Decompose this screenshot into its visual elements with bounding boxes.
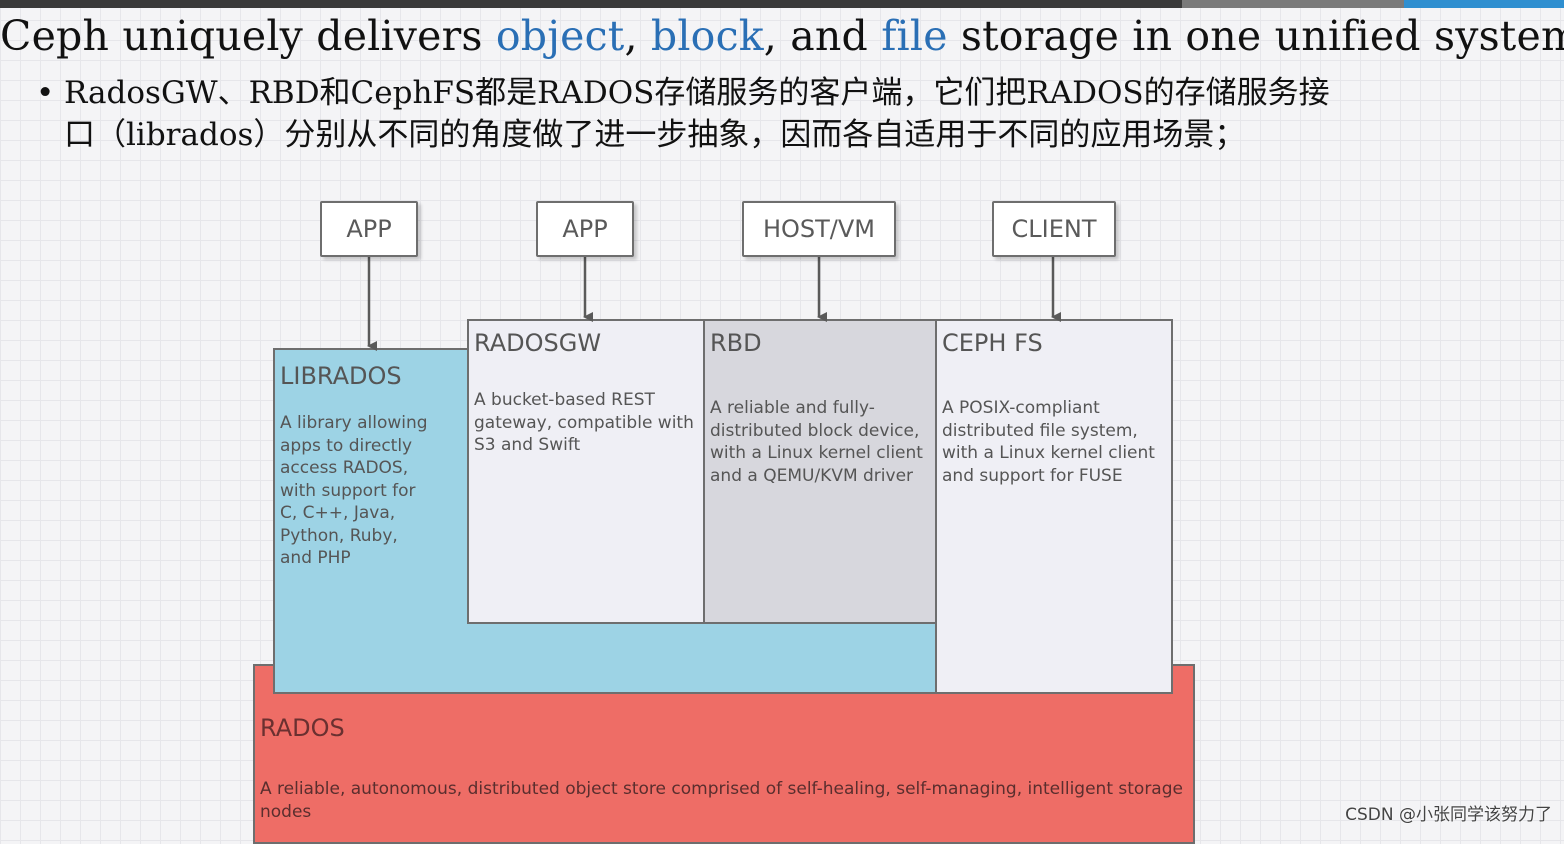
cephfs-title: CEPH FS xyxy=(942,329,1043,357)
radosgw-desc-line: gateway, compatible with xyxy=(474,412,694,433)
headline-block: block xyxy=(650,12,764,60)
librados-desc-line: apps to directly xyxy=(280,435,413,456)
bullet-line-2: 口（librados）分别从不同的角度做了进一步抽象，因而各自适用于不同的应用场… xyxy=(64,117,1246,153)
radosgw-desc-line: S3 and Swift xyxy=(474,435,581,455)
librados-desc-line: Python, Ruby, xyxy=(280,525,398,546)
bullet-mark: • xyxy=(36,75,55,111)
client-app-1: APP xyxy=(320,201,418,257)
headline-text: Ceph uniquely delivers xyxy=(0,12,496,60)
rados-description: A reliable, autonomous, distributed obje… xyxy=(260,779,1183,822)
headline-text: storage in one unified system. xyxy=(947,12,1564,60)
cephfs-desc-line: distributed file system, xyxy=(942,420,1138,441)
slide-headline: Ceph uniquely delivers object, block, an… xyxy=(0,12,1564,60)
librados-desc-line: access RADOS, xyxy=(280,458,409,478)
rbd-desc-line: A reliable and fully- xyxy=(710,398,875,418)
headline-file: file xyxy=(881,12,948,60)
radosgw-description: A bucket-based REST gateway, compatible … xyxy=(474,389,694,457)
rbd-title: RBD xyxy=(710,329,762,357)
rbd-desc-line: with a Linux kernel client xyxy=(710,443,923,463)
headline-object: object xyxy=(495,12,625,60)
cephfs-desc-line: with a Linux kernel client xyxy=(942,443,1155,463)
librados-desc-line: and PHP xyxy=(280,548,351,568)
librados-desc-line: with support for xyxy=(280,480,416,501)
rados-box: RADOS A reliable, autonomous, distribute… xyxy=(253,664,1195,844)
rados-title: RADOS xyxy=(260,714,345,742)
rbd-box: RBD A reliable and fully- distributed bl… xyxy=(703,319,937,624)
cephfs-desc-line: and support for FUSE xyxy=(942,465,1123,486)
top-bar-blue-segment xyxy=(1404,0,1564,8)
client-client: CLIENT xyxy=(992,201,1116,257)
librados-description: A library allowing apps to directly acce… xyxy=(280,412,428,570)
librados-desc-line: C, C++, Java, xyxy=(280,503,396,523)
cephfs-description: A POSIX-compliant distributed file syste… xyxy=(942,397,1155,487)
rbd-desc-line: distributed block device, xyxy=(710,420,920,441)
headline-sep: , xyxy=(624,12,651,60)
top-color-bar xyxy=(0,0,1564,8)
cephfs-desc-line: A POSIX-compliant xyxy=(942,398,1100,418)
radosgw-title: RADOSGW xyxy=(474,329,602,357)
rbd-description: A reliable and fully- distributed block … xyxy=(710,397,923,487)
headline-sep: , and xyxy=(763,12,882,60)
csdn-watermark: CSDN @小张同学该努力了 xyxy=(1345,805,1552,825)
radosgw-box: RADOSGW A bucket-based REST gateway, com… xyxy=(467,319,705,624)
client-app-2: APP xyxy=(536,201,634,257)
librados-desc-line: A library allowing xyxy=(280,413,428,433)
top-bar-gray-segment xyxy=(1182,0,1404,8)
bullet-line-1: RadosGW、RBD和CephFS都是RADOS存储服务的客户端，它们把RAD… xyxy=(64,75,1330,111)
librados-title: LIBRADOS xyxy=(280,362,402,390)
top-bar-dark-segment xyxy=(0,0,1182,8)
radosgw-desc-line: A bucket-based REST xyxy=(474,390,655,410)
rbd-desc-line: and a QEMU/KVM driver xyxy=(710,465,914,486)
client-host-vm: HOST/VM xyxy=(742,201,896,257)
